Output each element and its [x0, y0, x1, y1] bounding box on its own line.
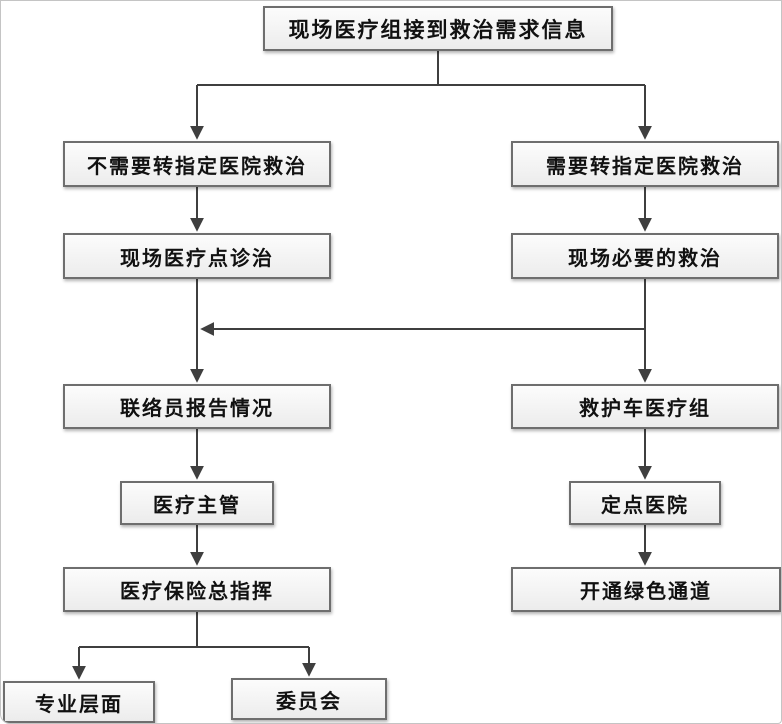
node-insurance-chief-label: 医疗保险总指挥	[120, 581, 274, 603]
node-onsite-treatment: 现场医疗点诊治	[63, 233, 331, 279]
node-need-transfer-label: 需要转指定医院救治	[546, 155, 744, 178]
node-no-transfer-label: 不需要转指定医院救治	[87, 155, 307, 178]
node-professional-level: 专业层面	[3, 681, 155, 723]
node-medical-director: 医疗主管	[120, 481, 274, 525]
node-green-channel-label: 开通绿色通道	[580, 581, 712, 603]
node-liaison-report: 联络员报告情况	[63, 384, 331, 429]
node-professional-level-label: 专业层面	[35, 693, 123, 716]
node-necessary-rescue-label: 现场必要的救治	[568, 247, 722, 270]
node-ambulance-team-label: 救护车医疗组	[579, 398, 711, 420]
node-designated-hospital-label: 定点医院	[601, 494, 689, 517]
node-no-transfer: 不需要转指定医院救治	[63, 141, 331, 187]
node-green-channel: 开通绿色通道	[511, 567, 781, 612]
node-designated-hospital: 定点医院	[569, 481, 721, 525]
node-committee-label: 委员会	[276, 690, 342, 713]
node-onsite-treatment-label: 现场医疗点诊治	[120, 247, 274, 270]
node-need-transfer: 需要转指定医院救治	[511, 141, 779, 187]
node-ambulance-team: 救护车医疗组	[511, 384, 779, 429]
node-root: 现场医疗组接到救治需求信息	[263, 6, 613, 51]
node-root-label: 现场医疗组接到救治需求信息	[288, 17, 588, 42]
node-committee: 委员会	[231, 678, 387, 720]
node-insurance-chief: 医疗保险总指挥	[63, 567, 331, 612]
node-liaison-report-label: 联络员报告情况	[120, 398, 274, 420]
node-medical-director-label: 医疗主管	[153, 494, 241, 517]
node-necessary-rescue: 现场必要的救治	[511, 233, 779, 279]
